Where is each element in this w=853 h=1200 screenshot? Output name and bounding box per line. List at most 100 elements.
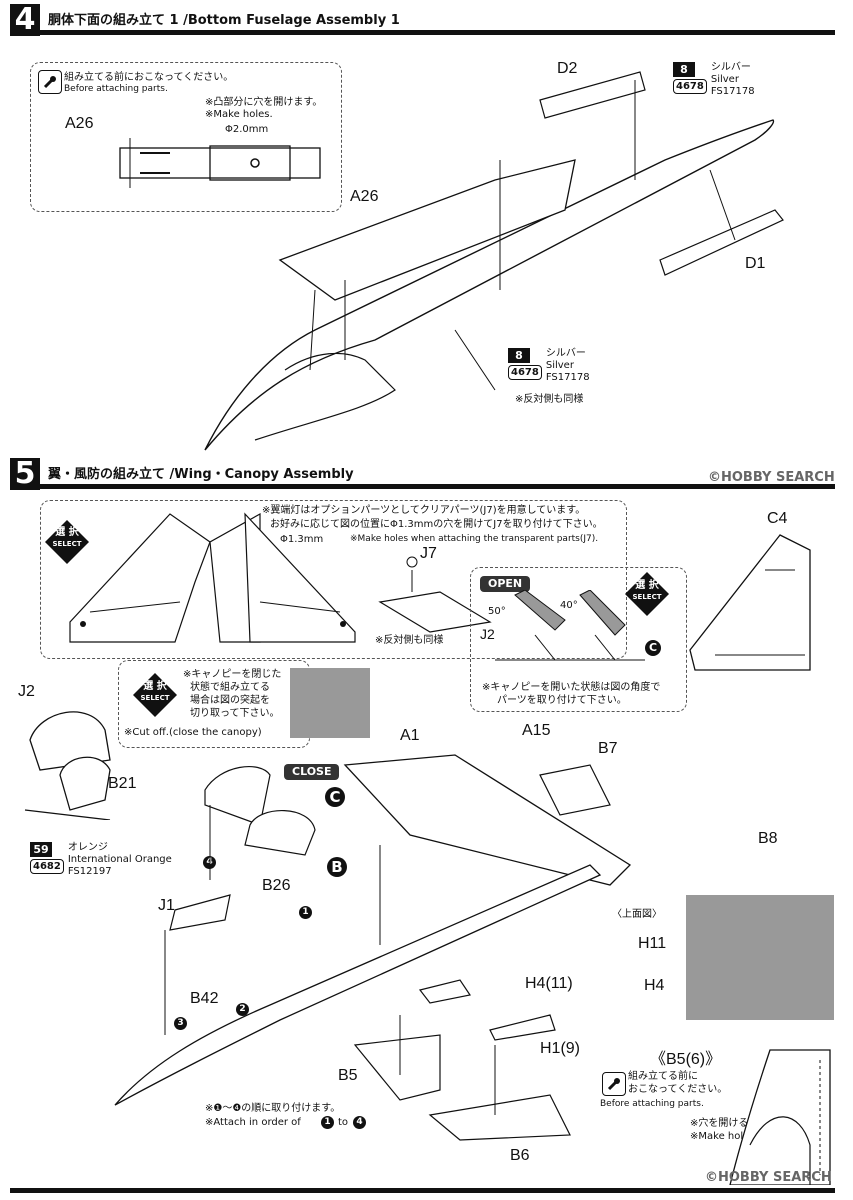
circle-b: B	[327, 857, 347, 877]
order-note-en-2: to	[338, 1117, 349, 1128]
paint-chip-orange: 59 4682 オレンジ International Orange FS1219…	[30, 842, 172, 878]
part-label-h1-9: H1(9)	[540, 1040, 581, 1057]
b5-hole-en: ※Make holes.	[690, 1131, 758, 1142]
watermark-top: ©HOBBY SEARCH	[708, 470, 835, 485]
part-label-a26: A26	[350, 188, 379, 205]
part-label-b26: B26	[262, 877, 291, 894]
open-tag: OPEN	[480, 576, 531, 592]
circle-c: C	[325, 787, 345, 807]
canopy-open-drawing	[495, 590, 645, 661]
top-view-photo	[686, 895, 834, 1020]
order-note-jp: ※❶～❹の順に取り付けます。	[205, 1103, 341, 1114]
select-badge-icon	[45, 520, 89, 564]
open-note-2: パーツを取り付けて下さい。	[497, 695, 627, 706]
part-label-j2-open: J2	[480, 626, 495, 642]
step-4-number: 4	[10, 4, 40, 36]
cut-note-2: 状態で組み立てる	[190, 682, 270, 693]
cut-note-en: ※Cut off.(close the canopy)	[124, 727, 262, 738]
step-4-prep-note-jp: 組み立てる前におこなってください。	[64, 72, 234, 83]
part-label-h4: H4	[644, 977, 665, 994]
canopy-j2-drawing	[24, 711, 111, 820]
wing-hole-size: Φ1.3mm	[280, 534, 324, 545]
open-note-1: ※キャノピーを開いた状態は図の角度で	[482, 682, 661, 693]
paint-fs: FS17178	[545, 372, 590, 383]
wing-canopy-assembly-drawing	[114, 754, 632, 1141]
wing-plan-drawing	[69, 512, 492, 643]
paint-chip-silver-1: 8 4678 シルバー Silver FS17178	[673, 62, 755, 98]
top-view-label: 〈上面図〉	[612, 909, 662, 920]
wing-note-1: ※翼端灯はオプションパーツとしてクリアパーツ(J7)を用意しています。	[262, 505, 586, 516]
part-label-j2: J2	[18, 683, 35, 700]
paint-number: 8	[673, 62, 695, 77]
part-label-h11: H11	[638, 935, 667, 952]
part-label-a15: A15	[522, 722, 551, 739]
part-label-c4: C4	[767, 510, 788, 527]
part-label-b5: B5	[338, 1067, 358, 1084]
part-label-j1: J1	[158, 897, 175, 914]
part-label-b8: B8	[758, 830, 778, 847]
select-label-en: SELECT	[52, 540, 82, 548]
part-label-d1: D1	[745, 255, 766, 272]
wing-opposite-note: ※反対側も同様	[375, 635, 444, 646]
part-label-b6: B6	[510, 1147, 530, 1164]
step-4-header: 4 胴体下面の組み立て 1 /Bottom Fuselage Assembly …	[10, 4, 835, 36]
part-a26-detail-drawing	[119, 138, 321, 188]
part-label-b5-6: 《B5(6)》	[650, 1051, 722, 1068]
part-label-b42: B42	[190, 990, 219, 1007]
step-5-header: 5 翼・風防の組み立て /Wing・Canopy Assembly	[10, 458, 835, 490]
cut-note-4: 切り取って下さい。	[190, 708, 280, 719]
paint-name-en: International Orange	[67, 854, 172, 865]
select-label-jp: 選 択	[55, 527, 79, 538]
page-bottom-rule	[10, 1188, 835, 1193]
wrench-icon	[38, 70, 62, 94]
b5-detail-drawing	[729, 1049, 831, 1185]
part-label-a26-detail: A26	[65, 115, 94, 132]
paint-name-en: Silver	[710, 74, 739, 85]
step-4-hole-size: Φ2.0mm	[225, 124, 269, 135]
b5-note-jp-2: おこなってください。	[628, 1084, 728, 1095]
paint-name-en: Silver	[545, 360, 574, 371]
b5-hole-jp: ※穴を開ける。	[690, 1118, 759, 1129]
paint-code: 4682	[30, 859, 64, 874]
order-note-en-1: ※Attach in order of	[205, 1117, 301, 1128]
close-tag: CLOSE	[284, 764, 340, 780]
paint-name-jp: シルバー	[710, 62, 751, 73]
canopy-detail-photo	[290, 668, 370, 738]
step-4-hole-note-en: ※Make holes.	[205, 109, 273, 120]
select-label-en-3: SELECT	[140, 694, 170, 702]
paint-name-jp: オレンジ	[67, 842, 108, 853]
order-3: 3	[174, 1017, 187, 1030]
step-4-prep-box	[30, 62, 342, 212]
order-1: 1	[299, 906, 312, 919]
part-label-d2: D2	[557, 60, 578, 77]
part-label-j7: J7	[420, 545, 437, 562]
paint-number: 59	[30, 842, 52, 857]
paint-name-jp: シルバー	[545, 348, 586, 359]
step-4-hole-note-jp: ※凸部分に穴を開けます。	[205, 97, 323, 108]
step-4-prep-note-en: Before attaching parts.	[64, 84, 168, 94]
part-label-b21: B21	[108, 775, 137, 792]
b5-note-jp-1: 組み立てる前に	[628, 1071, 698, 1082]
select-badge-icon-3	[133, 673, 177, 717]
select-label-jp-3: 選 択	[143, 681, 167, 692]
paint-chip-silver-2: 8 4678 シルバー Silver FS17178	[508, 348, 590, 384]
paint-code: 4678	[673, 79, 707, 94]
paint-fs: FS17178	[710, 86, 755, 97]
select-label-en-2: SELECT	[632, 593, 662, 601]
angle-40-label: 40°	[560, 600, 578, 611]
wing-note-en: ※Make holes when attaching the transpare…	[350, 534, 599, 544]
select-label-jp-2: 選 択	[635, 580, 659, 591]
watermark-bottom: ©HOBBY SEARCH	[705, 1170, 832, 1185]
order-note-4: 4	[353, 1116, 366, 1129]
wrench-icon-2	[602, 1072, 626, 1096]
step-4-opposite-note: ※反対側も同様	[515, 394, 584, 405]
paint-number: 8	[508, 348, 530, 363]
b5-note-en: Before attaching parts.	[600, 1099, 704, 1109]
fuselage-bottom-drawing	[204, 71, 784, 451]
angle-50-label: 50°	[488, 606, 506, 617]
step-4-title: 胴体下面の組み立て 1 /Bottom Fuselage Assembly 1	[48, 13, 400, 28]
step-5-title: 翼・風防の組み立て /Wing・Canopy Assembly	[48, 467, 354, 482]
order-note-1: 1	[321, 1116, 334, 1129]
canopy-open-box	[470, 567, 687, 712]
circle-c-open: C	[645, 640, 661, 656]
